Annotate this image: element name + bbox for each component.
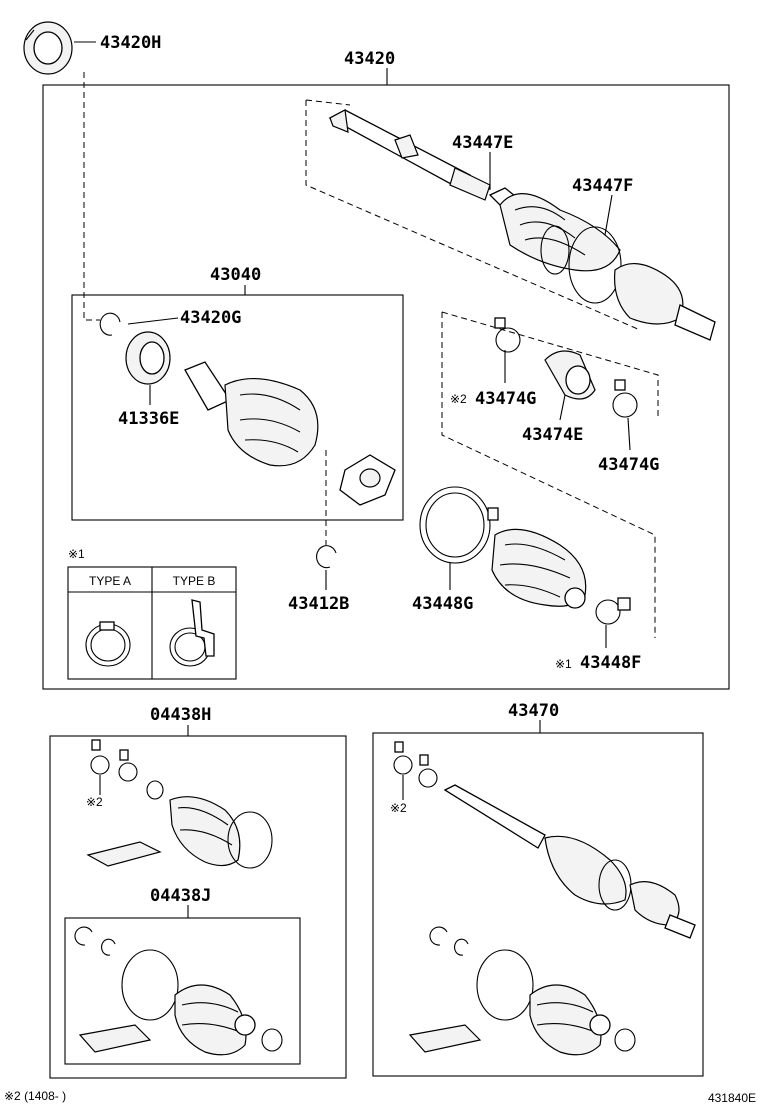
label-43474E: 43474E (522, 425, 583, 445)
subassembly-43040-frame (71, 294, 404, 521)
note2-mark-43470: ※2 (390, 801, 407, 815)
diagram-code: 431840E (708, 1091, 756, 1105)
type-table: TYPE A TYPE B (67, 566, 237, 680)
clamp-type-a-icon (85, 621, 131, 667)
label-43448F: 43448F (580, 653, 641, 673)
note2-mark: ※2 (450, 392, 467, 406)
clamp-43474G-upper-icon (494, 317, 521, 353)
label-43474G-upper: 43474G (475, 389, 536, 409)
label-43447E: 43447E (452, 133, 513, 153)
label-43448G: 43448G (412, 594, 473, 614)
assembly-43470-parts-icon (393, 741, 696, 1056)
leader-shaft-top (305, 99, 351, 106)
type-b-header: TYPE B (173, 574, 216, 588)
assembly-43470-frame (372, 732, 704, 1077)
label-43040: 43040 (210, 265, 261, 285)
type-a-header: TYPE A (89, 574, 131, 588)
clamp-43448F-icon (595, 597, 631, 625)
bearing-41336E-icon (125, 331, 171, 385)
note1-mark: ※1 (68, 547, 85, 561)
label-43420: 43420 (344, 49, 395, 69)
leader-43420H (83, 72, 100, 321)
drive-shaft-43420-icon (328, 109, 716, 341)
leader-shaft-left (305, 100, 641, 331)
kit-04438J-frame (64, 917, 301, 1065)
footer-note: ※2 (1408- ) (4, 1089, 66, 1103)
label-04438H: 04438H (150, 705, 211, 725)
band-43448G-icon (419, 486, 499, 564)
note2-mark-04438H: ※2 (86, 795, 103, 809)
snap-ring-43420G-icon (99, 312, 121, 336)
inner-joint-43040-icon (184, 361, 396, 506)
boot-kit-bracket (441, 312, 656, 638)
assembly-43420-frame (42, 84, 730, 690)
label-43447F: 43447F (572, 176, 633, 196)
oil-seal-43420H-icon (23, 21, 73, 75)
kit-04438H-frame (49, 735, 347, 1079)
boot-inboard-icon (491, 528, 587, 609)
label-43474G-lower: 43474G (598, 455, 659, 475)
clamp-43474G-lower-icon (612, 379, 638, 418)
label-43420G: 43420G (180, 308, 241, 328)
label-43470: 43470 (508, 701, 559, 721)
label-41336E: 41336E (118, 409, 179, 429)
label-43420H: 43420H (100, 33, 161, 53)
label-43412B: 43412B (288, 594, 349, 614)
note1-mark-43448F: ※1 (555, 657, 572, 671)
inner-kit-bracket (441, 311, 659, 420)
snap-ring-43412B-icon (316, 545, 337, 569)
kit-04438H-parts-icon (86, 739, 273, 869)
damper-43474E-icon (544, 350, 596, 400)
label-04438J: 04438J (150, 886, 211, 906)
kit-04438J-parts-icon (74, 926, 283, 1056)
clamp-type-b-icon (169, 599, 215, 667)
